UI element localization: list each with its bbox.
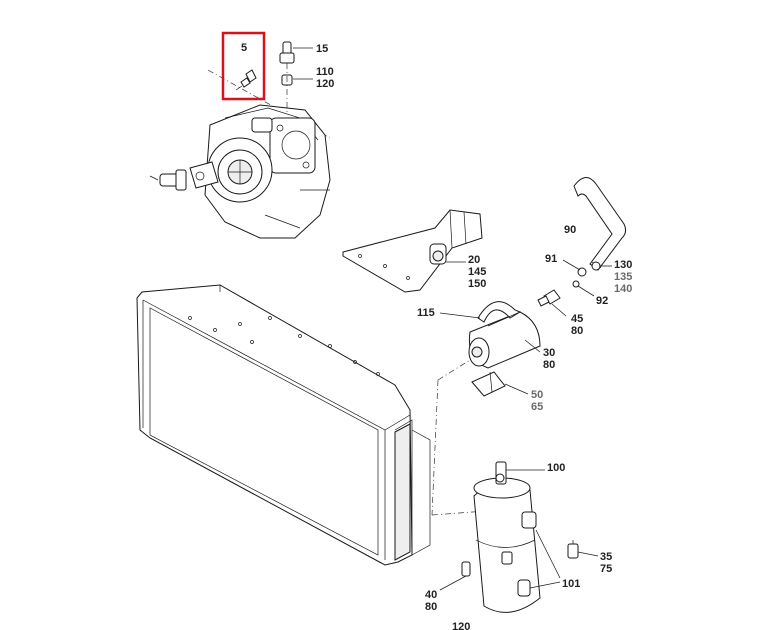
callout-135[interactable]: 135 — [614, 271, 632, 283]
hose-90[interactable] — [573, 177, 627, 271]
highlight-box — [221, 31, 266, 101]
service-fitting[interactable] — [279, 41, 295, 112]
callout-75[interactable]: 75 — [600, 563, 612, 575]
callout-92[interactable]: 92 — [596, 295, 608, 307]
callout-101[interactable]: 101 — [562, 578, 580, 590]
part-5-fitting[interactable] — [235, 69, 257, 91]
callout-120b[interactable]: 120 — [452, 621, 470, 630]
callout-140[interactable]: 140 — [614, 283, 632, 295]
callout-80a[interactable]: 80 — [571, 325, 583, 337]
callout-80c[interactable]: 80 — [425, 601, 437, 613]
callout-15[interactable]: 15 — [316, 43, 328, 55]
callout-30[interactable]: 30 — [543, 347, 555, 359]
callout-45[interactable]: 45 — [571, 313, 583, 325]
callout-35[interactable]: 35 — [600, 551, 612, 563]
callout-130[interactable]: 130 — [614, 259, 632, 271]
drier-30[interactable] — [468, 301, 541, 369]
compressor[interactable] — [149, 69, 331, 239]
callout-120[interactable]: 120 — [316, 78, 334, 90]
callout-20[interactable]: 20 — [468, 254, 480, 266]
callout-65[interactable]: 65 — [531, 401, 543, 413]
mounting-bracket[interactable] — [342, 209, 483, 293]
callout-5[interactable]: 5 — [241, 42, 247, 54]
callout-100[interactable]: 100 — [547, 462, 565, 474]
fitting-35[interactable] — [567, 540, 579, 559]
callout-150[interactable]: 150 — [468, 278, 486, 290]
callout-115[interactable]: 115 — [417, 307, 435, 319]
callout-80b[interactable]: 80 — [543, 359, 555, 371]
callout-145[interactable]: 145 — [468, 266, 486, 278]
callout-50[interactable]: 50 — [531, 389, 543, 401]
drier-bracket[interactable] — [471, 371, 506, 397]
receiver-100[interactable] — [473, 461, 541, 613]
callout-40[interactable]: 40 — [425, 589, 437, 601]
fitting-40[interactable] — [461, 561, 471, 577]
fittings-91-92-130[interactable] — [537, 261, 601, 307]
condenser[interactable] — [136, 284, 431, 566]
callout-110[interactable]: 110 — [316, 66, 334, 78]
callout-90[interactable]: 90 — [564, 224, 576, 236]
callout-91[interactable]: 91 — [545, 253, 557, 265]
